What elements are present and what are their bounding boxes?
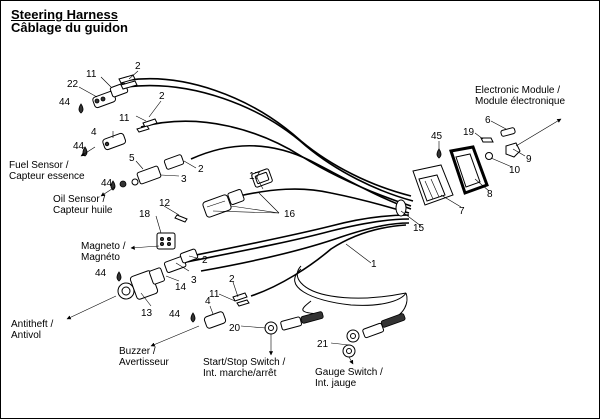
pin-12 xyxy=(174,214,188,223)
callout-44: 44 xyxy=(95,268,107,279)
callout-44: 44 xyxy=(59,97,71,108)
callout-21: 21 xyxy=(317,339,329,350)
label-electronic-module-fr: Module électronique xyxy=(475,96,565,107)
label-gauge-switch-fr: Int. jauge xyxy=(315,378,357,389)
module-connector-7 xyxy=(412,164,454,206)
label-buzzer-en: Buzzer / xyxy=(119,346,156,357)
label-magneto-fr: Magnéto xyxy=(81,252,120,263)
callout-2: 2 xyxy=(202,255,208,266)
callout-2: 2 xyxy=(159,91,165,102)
grommet-15 xyxy=(395,199,407,217)
label-buzzer-fr: Avertisseur xyxy=(119,357,170,368)
callout-12: 12 xyxy=(159,198,171,209)
start-stop-switch xyxy=(264,311,324,335)
callout-4: 4 xyxy=(205,296,211,307)
callout-45: 45 xyxy=(431,131,443,142)
callout-14: 14 xyxy=(175,282,187,293)
label-antitheft-en: Antitheft / xyxy=(11,319,53,330)
connector-16 xyxy=(202,189,245,218)
diagram-title: Steering Harness xyxy=(11,7,118,22)
label-antitheft-fr: Antivol xyxy=(11,330,41,341)
callout-5: 5 xyxy=(129,153,135,164)
callout-19: 19 xyxy=(463,127,475,138)
label-start-stop-en: Start/Stop Switch / xyxy=(203,357,285,368)
callout-2: 2 xyxy=(135,61,141,72)
callout-22: 22 xyxy=(67,79,79,90)
callout-20: 20 xyxy=(229,323,241,334)
callout-11: 11 xyxy=(119,113,130,124)
connector-18 xyxy=(156,232,176,250)
diagram-subtitle: Câblage du guidon xyxy=(11,20,128,35)
callout-2: 2 xyxy=(229,274,235,285)
callout-1: 1 xyxy=(371,259,377,270)
seal-8 xyxy=(449,145,489,195)
connector-22 xyxy=(92,82,129,109)
callout-44: 44 xyxy=(73,141,85,152)
lubricant-drop-45 xyxy=(436,148,442,159)
callout-17: 17 xyxy=(249,171,261,182)
harness-wires xyxy=(122,78,414,322)
parts-6-9-10-19 xyxy=(480,127,521,160)
connector-13 xyxy=(117,267,165,300)
label-electronic-module-en: Electronic Module / xyxy=(475,85,560,96)
callout-7: 7 xyxy=(459,206,465,217)
callout-numbers: 2 11 22 44 2 11 4 44 5 2 3 44 12 18 17 1… xyxy=(59,61,532,350)
callout-11: 11 xyxy=(86,69,97,80)
label-fuel-sensor-fr: Capteur essence xyxy=(9,171,85,182)
label-magneto-en: Magneto / xyxy=(81,241,126,252)
label-start-stop-fr: Int. marche/arrêt xyxy=(203,368,277,379)
label-oil-sensor-en: Oil Sensor / xyxy=(53,194,105,205)
callout-9: 9 xyxy=(526,154,532,165)
connector-5 xyxy=(119,154,185,188)
callout-8: 8 xyxy=(487,189,493,200)
callout-15: 15 xyxy=(413,223,425,234)
connector-4-lower xyxy=(203,311,227,329)
component-labels: Electronic Module / Module électronique … xyxy=(9,85,565,389)
callout-18: 18 xyxy=(139,209,151,220)
connector-4-upper xyxy=(102,132,127,151)
callout-44: 44 xyxy=(169,309,181,320)
callout-3: 3 xyxy=(191,275,197,286)
callout-13: 13 xyxy=(141,308,153,319)
arrows xyxy=(66,118,562,365)
label-oil-sensor-fr: Capteur huile xyxy=(53,205,113,216)
callout-16: 16 xyxy=(284,209,296,220)
leader-lines xyxy=(78,70,526,346)
callout-6: 6 xyxy=(485,115,491,126)
callout-11: 11 xyxy=(209,289,220,300)
terminals-lower xyxy=(232,292,250,307)
label-gauge-switch-en: Gauge Switch / xyxy=(315,367,383,378)
callout-4: 4 xyxy=(91,127,97,138)
callout-2: 2 xyxy=(198,164,204,175)
gauge-switch xyxy=(342,313,406,358)
label-fuel-sensor-en: Fuel Sensor / xyxy=(9,160,69,171)
callout-3: 3 xyxy=(181,174,187,185)
callout-10: 10 xyxy=(509,165,521,176)
callout-44: 44 xyxy=(101,178,113,189)
